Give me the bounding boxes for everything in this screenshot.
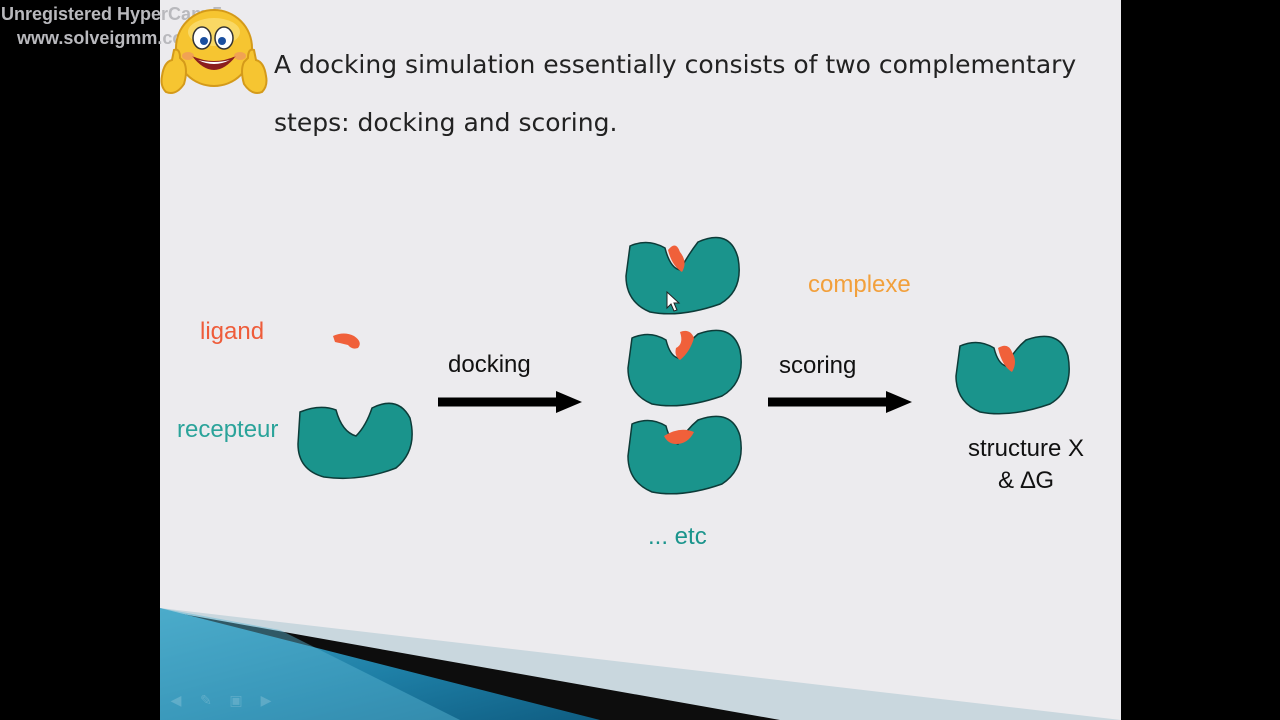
previous-slide-icon[interactable]: ◀ <box>170 692 182 708</box>
scoring-arrow-head <box>886 391 912 413</box>
complex-ligand-1 <box>668 245 685 272</box>
result-line-1: structure X <box>968 435 1084 462</box>
recorder-watermark: Unregistered HyperCam 5 www.solveigmm.co… <box>0 2 250 50</box>
docking-arrow-head <box>556 391 582 413</box>
receptor-shape <box>297 402 413 480</box>
result-line-2: & ∆G <box>998 467 1054 494</box>
slide-menu-icon[interactable]: ▣ <box>229 692 243 708</box>
etc-label: ... etc <box>648 523 707 550</box>
pen-icon[interactable]: ✎ <box>200 692 212 708</box>
result-complex-ligand <box>998 345 1015 372</box>
slide-show-controls: ◀ ✎ ▣ ▶ <box>166 692 276 708</box>
ligand-label: ligand <box>200 318 264 345</box>
ligand-shape <box>333 333 360 349</box>
scoring-label: scoring <box>779 352 856 379</box>
complex-label: complexe <box>808 271 911 298</box>
docking-label: docking <box>448 351 531 378</box>
result-complex-shape <box>955 335 1070 415</box>
slide-title: A docking simulation essentially consist… <box>274 50 1077 137</box>
watermark-line-1: Unregistered HyperCam 5 <box>1 4 223 24</box>
watermark-line-2: www.solveigmm.com <box>17 28 200 48</box>
docking-diagram: ligand recepteur docking complexe .. <box>177 236 1084 550</box>
receptor-label: recepteur <box>177 416 278 443</box>
presentation-slide: A docking simulation essentially consist… <box>160 0 1121 720</box>
complex-shape-1 <box>625 236 740 315</box>
complex-shape-3 <box>627 415 742 495</box>
slide-footer-decoration <box>160 608 1121 720</box>
mouse-pointer-icon <box>666 290 681 312</box>
complex-shape-2 <box>627 329 742 407</box>
next-slide-icon[interactable]: ▶ <box>260 692 272 708</box>
complex-ligand-2 <box>675 330 694 360</box>
complex-ligand-3 <box>664 429 694 444</box>
thumbs-up-smiley-icon <box>160 9 268 94</box>
